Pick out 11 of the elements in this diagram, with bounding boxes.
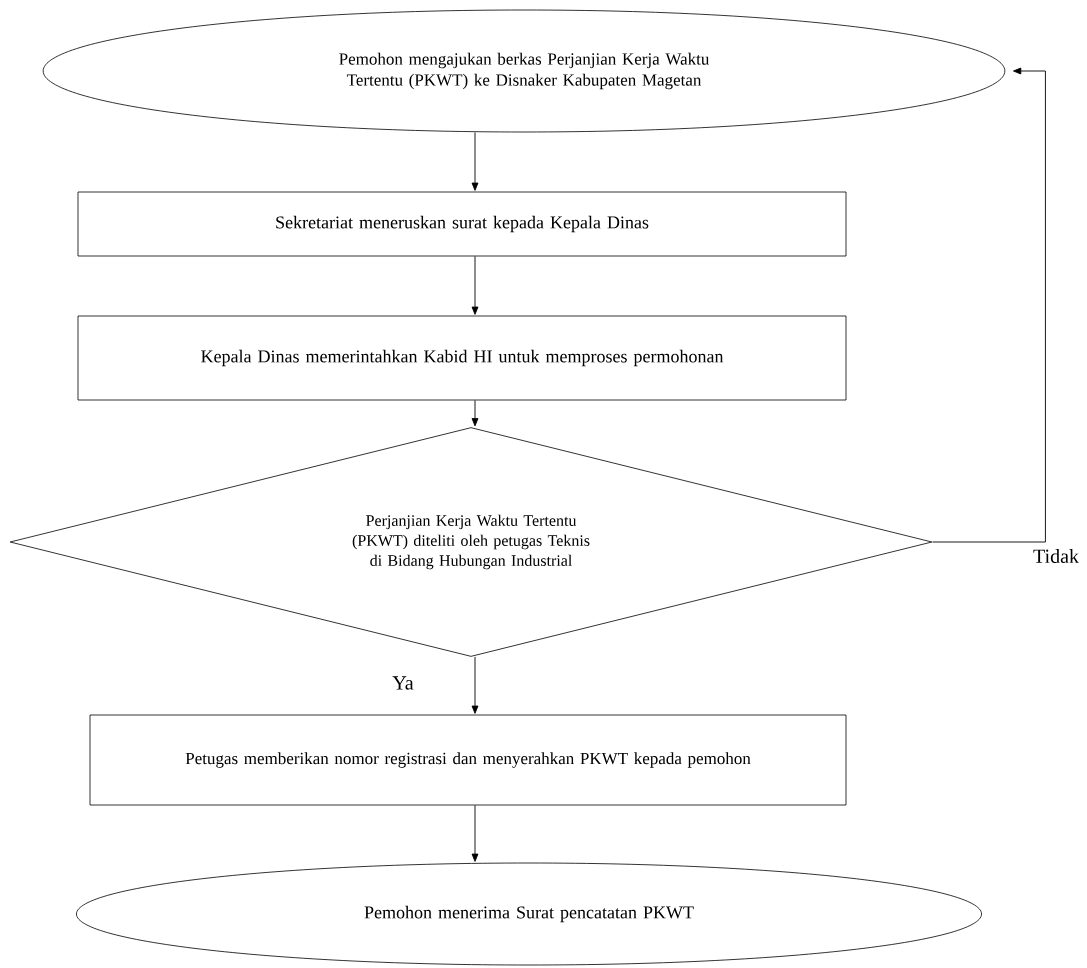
arrow bbox=[471, 656, 479, 714]
arrow bbox=[471, 131, 479, 191]
arrow bbox=[471, 399, 479, 427]
arrow bbox=[471, 804, 479, 862]
process-box: Sekretariat meneruskan surat kepada Kepala Dinas bbox=[77, 191, 847, 257]
edge-label: Tidak bbox=[1032, 547, 1080, 565]
arrow bbox=[471, 255, 479, 315]
process-box: Kepala Dinas memerintahkan Kabid HI untuk memproses permohonan bbox=[77, 315, 847, 401]
process-box: Petugas memberikan nomor registrasi dan menyerahkan PKWT kepada pemohon bbox=[89, 714, 847, 806]
arrow bbox=[931, 67, 1046, 543]
edge-label: Ya bbox=[391, 675, 415, 691]
